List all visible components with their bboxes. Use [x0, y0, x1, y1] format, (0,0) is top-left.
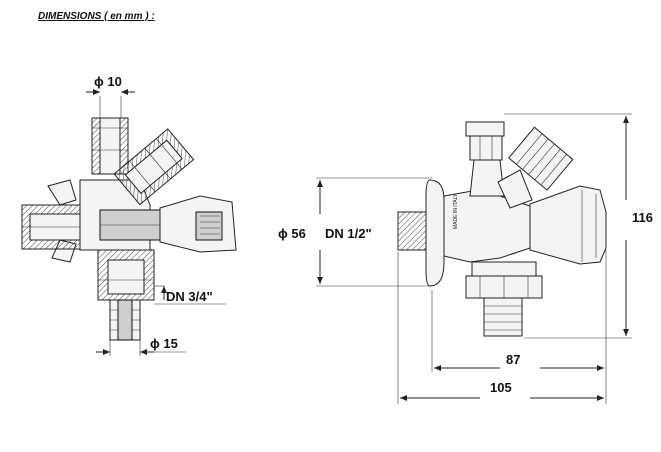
flange-diameter-label: ϕ 56	[278, 226, 306, 241]
thread-dimension: DN 3/4"	[154, 285, 226, 305]
top-diameter-label: ϕ 10	[94, 74, 122, 89]
page-title: DIMENSIONS ( en mm ) :	[38, 11, 155, 22]
thread-label: DN 3/4"	[166, 289, 213, 304]
total-width-label: 105	[490, 380, 512, 395]
body-marking: MADE IN ITALY	[453, 193, 459, 229]
body-width-dimension: 87	[431, 250, 607, 404]
bottom-diameter-dimension: ϕ 15	[96, 336, 186, 356]
right-diagonal-cap	[508, 126, 574, 191]
diagonal-cartridge	[113, 128, 195, 206]
right-lower-nut	[471, 261, 537, 277]
right-hose	[483, 297, 523, 337]
right-tap-head	[529, 185, 607, 265]
left-sectional-view: ϕ 10	[21, 74, 237, 356]
right-top-nut	[465, 121, 505, 137]
top-diameter-dimension: ϕ 10	[86, 74, 135, 118]
bottom-diameter-label: ϕ 15	[150, 336, 178, 351]
height-label: 116	[632, 210, 653, 225]
flange-diameter-dimension: ϕ 56	[278, 177, 432, 287]
height-dimension: 116	[504, 113, 653, 339]
right-exterior-view: ϕ 56 DN 1/2" MADE IN ITALY	[278, 113, 653, 404]
right-thread-stub	[397, 211, 429, 251]
right-thread-label: DN 1/2"	[325, 226, 372, 241]
body-width-label: 87	[506, 352, 520, 367]
total-width-dimension: 105	[397, 252, 604, 404]
flange	[425, 179, 445, 287]
left-wing	[47, 179, 77, 206]
